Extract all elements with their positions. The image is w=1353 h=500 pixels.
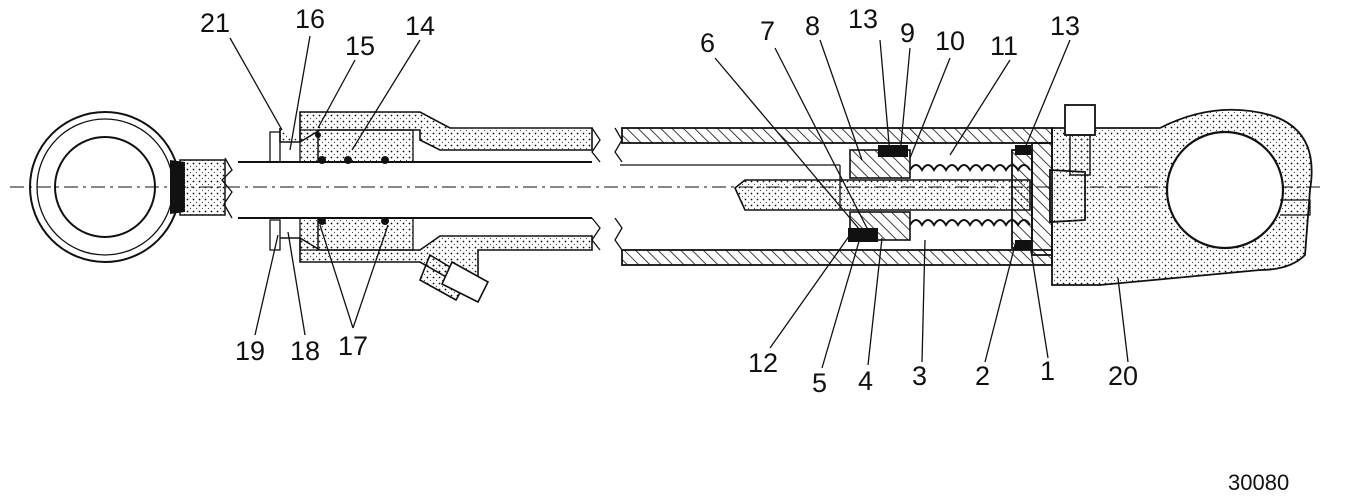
label-18: 18 (290, 336, 320, 366)
label-21: 21 (200, 8, 230, 38)
label-1: 1 (1040, 356, 1055, 386)
label-14: 14 (405, 11, 435, 41)
label-10: 10 (935, 26, 965, 56)
cylinder-head (269, 111, 593, 304)
label-11: 11 (990, 31, 1018, 61)
label-8: 8 (805, 11, 820, 41)
label-3: 3 (912, 361, 927, 391)
label-20: 20 (1108, 361, 1138, 391)
label-12: 12 (748, 348, 778, 378)
label-17: 17 (338, 331, 368, 361)
part-labels: 21 16 15 14 6 7 8 13 9 10 11 13 19 18 17… (200, 4, 1138, 398)
leader-lines (229, 35, 1129, 369)
label-19: 19 (235, 336, 265, 366)
break-mark (221, 157, 233, 219)
label-2: 2 (975, 361, 990, 391)
label-13-left: 13 (848, 4, 878, 34)
label-4: 4 (858, 366, 873, 396)
label-13-right: 13 (1050, 11, 1080, 41)
piston-rod (238, 161, 840, 219)
label-15: 15 (345, 31, 375, 61)
label-5: 5 (812, 368, 827, 398)
label-9: 9 (900, 18, 915, 48)
figure-number: 30080 (1228, 470, 1289, 495)
label-7: 7 (760, 16, 775, 46)
label-6: 6 (700, 28, 715, 58)
label-16: 16 (295, 4, 325, 34)
cylinder-end-eye (1051, 104, 1313, 286)
